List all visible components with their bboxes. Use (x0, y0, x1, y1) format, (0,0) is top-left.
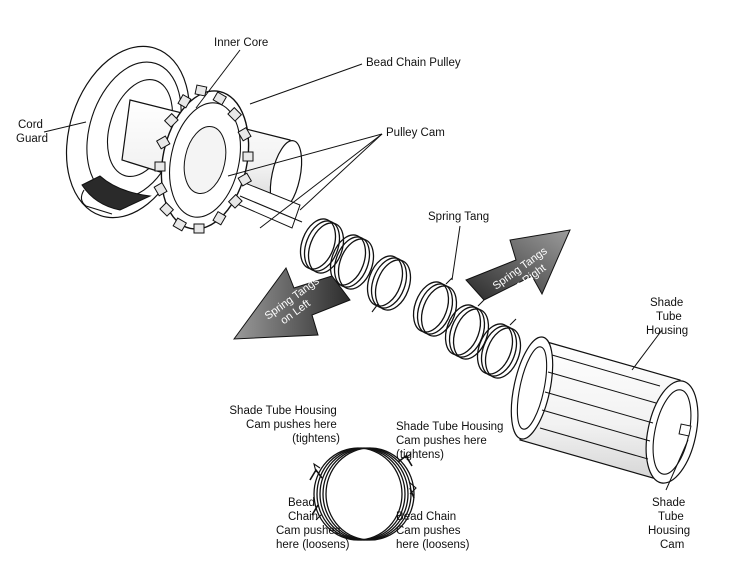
spring-coil-1 (299, 218, 345, 274)
springs-left-group (299, 218, 412, 313)
label-spring-tang: Spring Tang (428, 211, 489, 223)
spring-coil-4 (412, 277, 458, 337)
label-housing-cam-right: Shade Tube Housing Cam pushes here (tigh… (396, 421, 507, 461)
arrow-spring-tangs-right: Spring Tangs on Right (465, 229, 571, 301)
diagram-labels: Inner Core Bead Chain Pulley Cord Guard … (16, 37, 693, 551)
label-shade-tube-housing-cam: Shade Tube Housing Cam (648, 497, 693, 551)
label-cord-guard: Cord Guard (16, 119, 48, 145)
label-pulley-cam: Pulley Cam (386, 127, 445, 139)
leader-lines (43, 49, 689, 491)
label-shade-tube-housing: Shade Tube Housing (646, 297, 688, 337)
spring-coil-2 (329, 234, 375, 290)
spring-coil-6 (476, 318, 522, 379)
bead-chain-pulley-part (153, 84, 254, 234)
label-housing-cam-left: Shade Tube Housing Cam pushes here (tigh… (229, 405, 340, 445)
clutch-assembly (65, 45, 303, 234)
springs-right-group (412, 277, 522, 379)
label-bead-chain-right: Bead Chain Cam pushes here (loosens) (396, 511, 470, 551)
spring-coil-3 (366, 255, 412, 313)
label-bead-chain-pulley: Bead Chain Pulley (366, 57, 461, 69)
arrow-spring-tangs-left: Spring Tangs on Left (232, 266, 351, 340)
label-bead-chain-left: Bead Chain Cam pushes here (loosens) (276, 497, 350, 551)
spring-detail-illustration (309, 447, 417, 541)
shade-tube-housing-part (510, 336, 699, 484)
label-inner-core: Inner Core (214, 37, 268, 49)
